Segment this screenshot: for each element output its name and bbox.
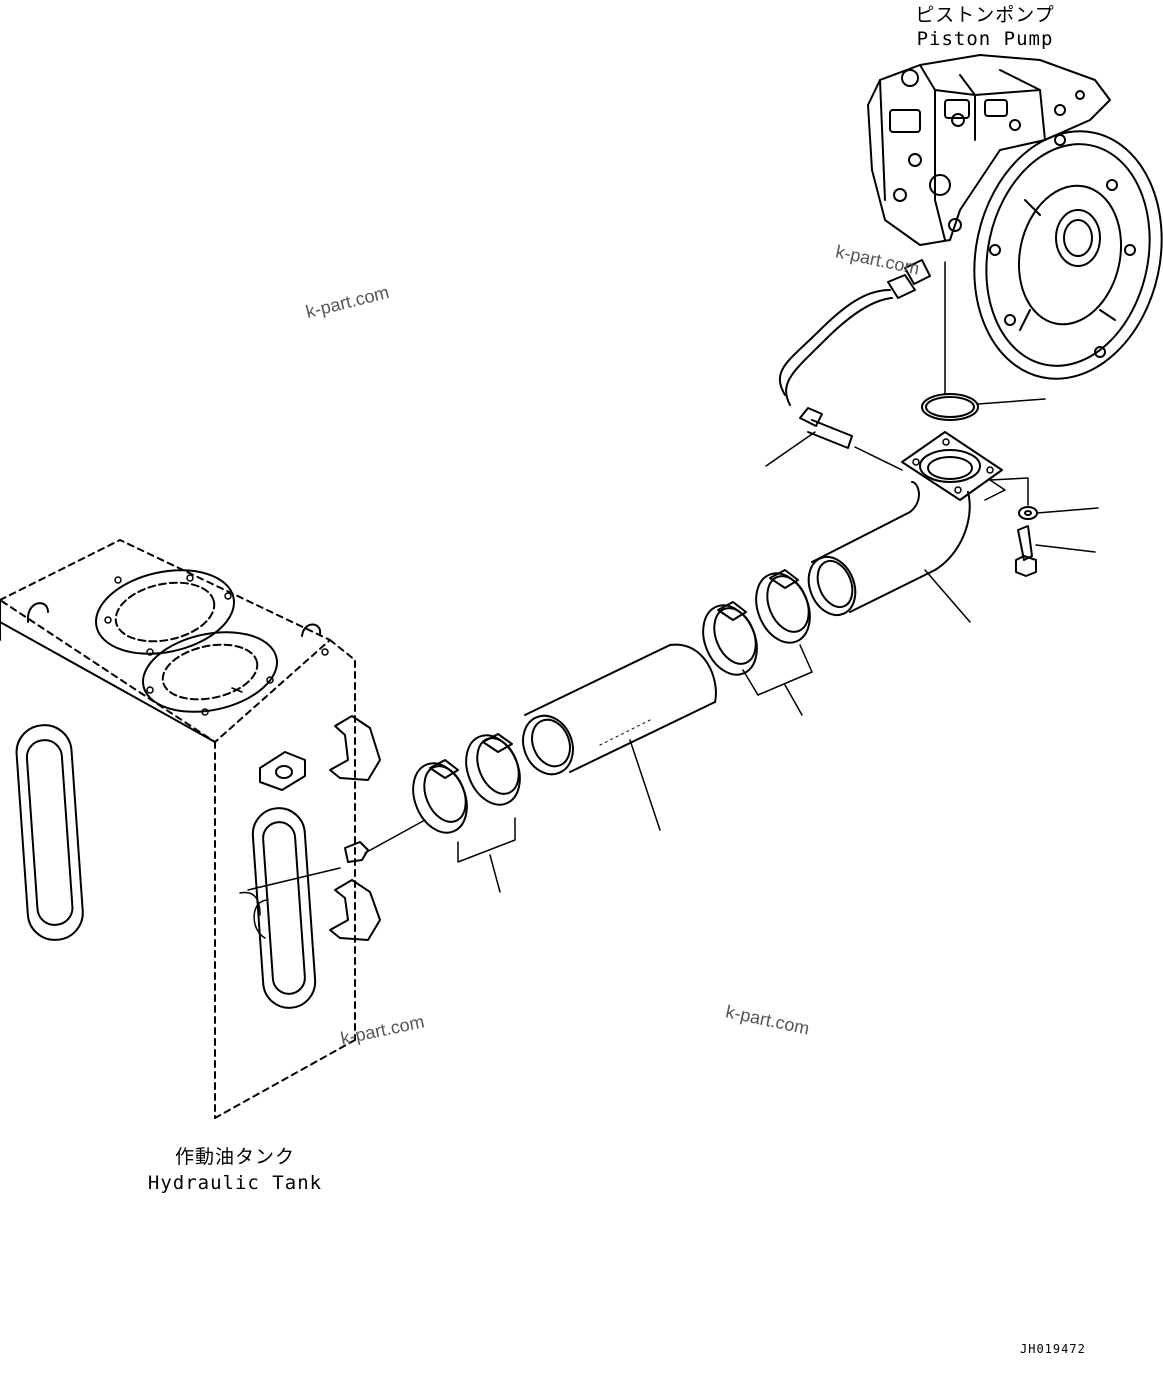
temperature-sensor <box>779 259 931 449</box>
hose-clamp-lower-1 <box>412 759 468 834</box>
tank-sight-window-left <box>15 724 84 941</box>
washer <box>1018 506 1038 520</box>
tank-port-bottom <box>142 631 278 713</box>
hydraulic-tank <box>0 539 426 1119</box>
tank-sight-window-right <box>251 807 317 1009</box>
hydraulic-hose-straight <box>522 643 717 776</box>
hose-clamp-lower-2 <box>465 733 521 806</box>
hose-clamp-upper-2 <box>755 569 811 644</box>
hydraulic-tank-label-jp: 作動油タンク <box>174 1146 295 1168</box>
suction-elbow-pipe <box>807 431 1003 617</box>
tank-port-top <box>95 569 235 655</box>
hose-clamp-upper-1 <box>702 601 758 676</box>
piston-pump-label-en: Piston Pump <box>916 28 1054 50</box>
piston-pump <box>867 54 1163 380</box>
flange-bolt <box>1015 525 1037 577</box>
piston-pump-label-jp: ピストンポンプ <box>915 4 1055 26</box>
o-ring <box>921 393 979 421</box>
hydraulic-tank-label-en: Hydraulic Tank <box>147 1172 323 1194</box>
drawing-number: JH019472 <box>1020 1342 1086 1356</box>
